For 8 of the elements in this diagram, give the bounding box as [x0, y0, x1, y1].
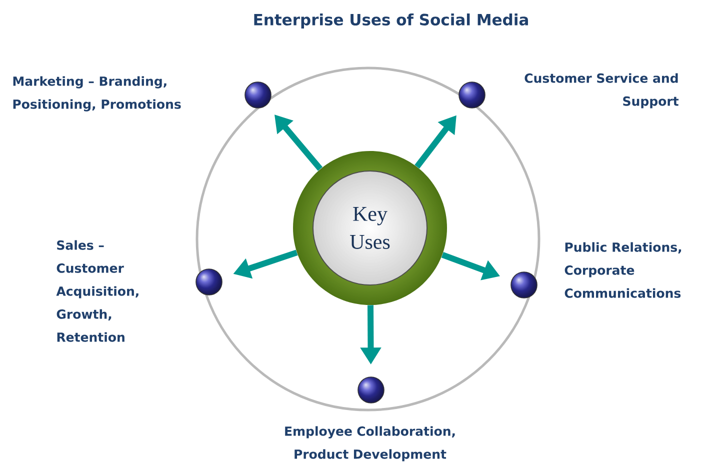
dot: [196, 268, 222, 296]
dot: [458, 82, 486, 108]
node-label: Marketing – Branding, Positioning, Promotions: [13, 76, 181, 112]
dot: [510, 272, 538, 298]
node-label: Sales – Customer Acquisition, Growth, Retention: [56, 240, 138, 342]
dot: [358, 376, 384, 404]
dot: [244, 82, 272, 108]
title: Enterprise Uses of Social Media: [254, 14, 528, 28]
